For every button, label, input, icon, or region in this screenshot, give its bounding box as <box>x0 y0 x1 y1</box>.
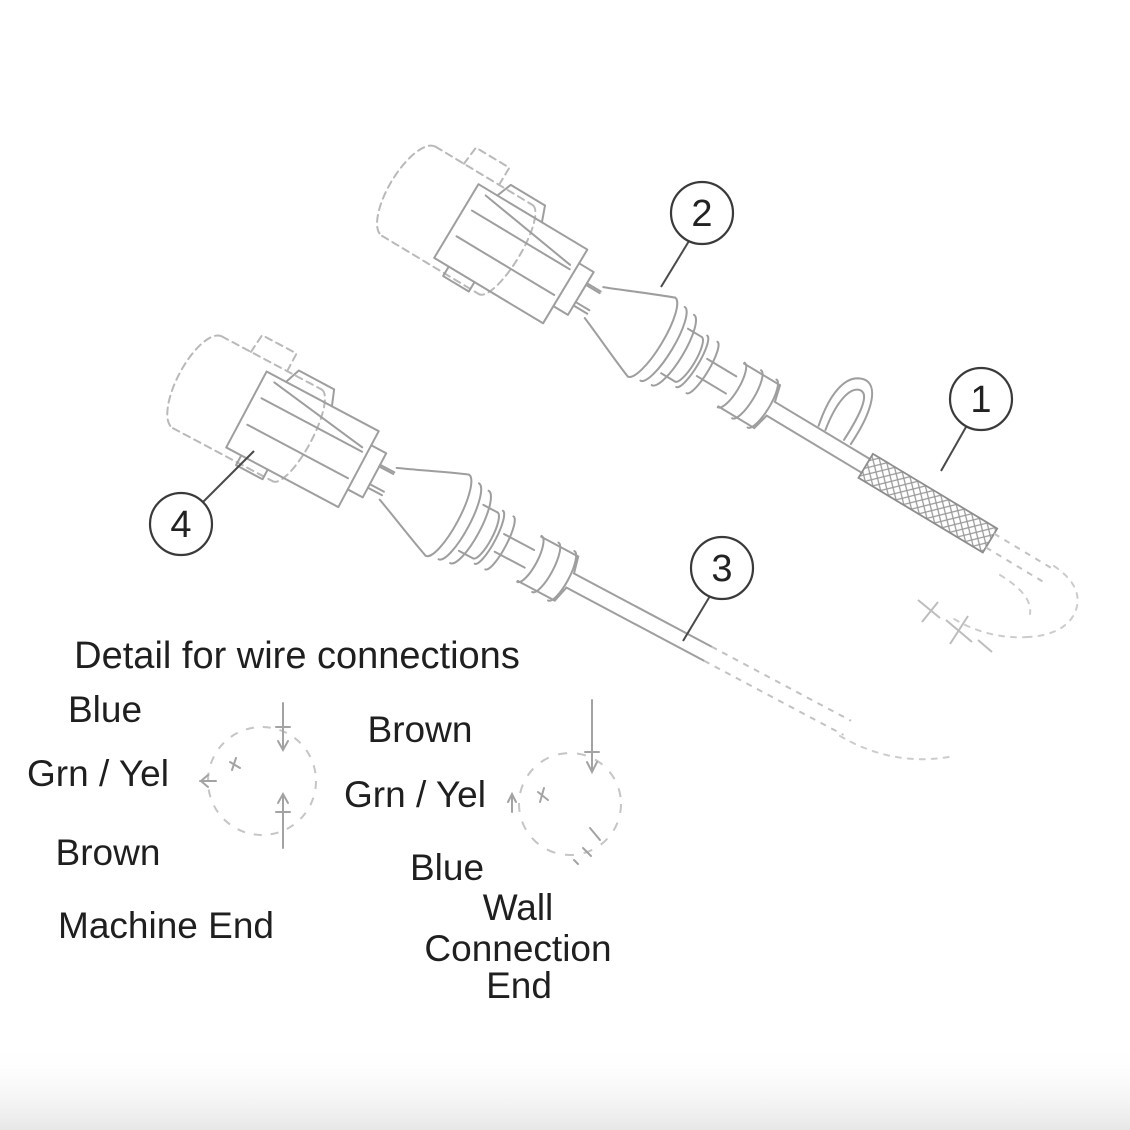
wall-end-caption-line1: Wall <box>483 887 554 928</box>
machine-detail-marks <box>917 599 993 653</box>
wall-end-detail-circle <box>507 699 622 865</box>
machine-end-detail-circle <box>199 702 317 849</box>
callout-3-number: 3 <box>711 548 732 590</box>
wall-end-wire-blue: Blue <box>410 847 484 888</box>
callout-1-number: 1 <box>970 379 991 421</box>
callout-1-circle <box>948 366 1014 432</box>
floor-gradient <box>0 1042 1130 1130</box>
callout-2-circle <box>669 180 735 246</box>
callout-3: 3 <box>682 535 755 642</box>
machine-end-wire-grnyel: Grn / Yel <box>27 753 169 794</box>
callout-2-number: 2 <box>691 193 712 235</box>
callout-4-number: 4 <box>170 504 191 546</box>
wall-end-caption-line2: Connection <box>424 928 611 969</box>
wire-detail-title: Detail for wire connections <box>74 635 520 677</box>
callout-4: 4 <box>148 450 255 557</box>
wall-end-wire-brown: Brown <box>368 709 473 750</box>
upper-cable <box>765 400 871 474</box>
hang-loop <box>817 377 874 446</box>
wall-end-pins <box>507 699 601 865</box>
upper-cable-assembly <box>362 118 1055 585</box>
callout-2: 2 <box>660 180 735 288</box>
machine-end-wire-brown: Brown <box>56 832 161 873</box>
lower-cable <box>565 572 852 736</box>
lower-cable-assembly <box>152 308 852 736</box>
wall-end-caption-line3: End <box>486 965 552 1006</box>
callout-1: 1 <box>940 366 1014 472</box>
wall-end-wire-grnyel: Grn / Yel <box>344 774 486 815</box>
callout-4-circle <box>148 491 214 557</box>
machine-end-wire-blue: Blue <box>68 689 142 730</box>
braided-sleeve <box>857 452 999 554</box>
machine-end-caption: Machine End <box>58 905 274 946</box>
callout-3-circle <box>689 535 755 601</box>
machine-end-pins <box>199 702 291 849</box>
machine-outline <box>839 565 1079 761</box>
upper-cable-dashed-continuation <box>985 532 1055 585</box>
